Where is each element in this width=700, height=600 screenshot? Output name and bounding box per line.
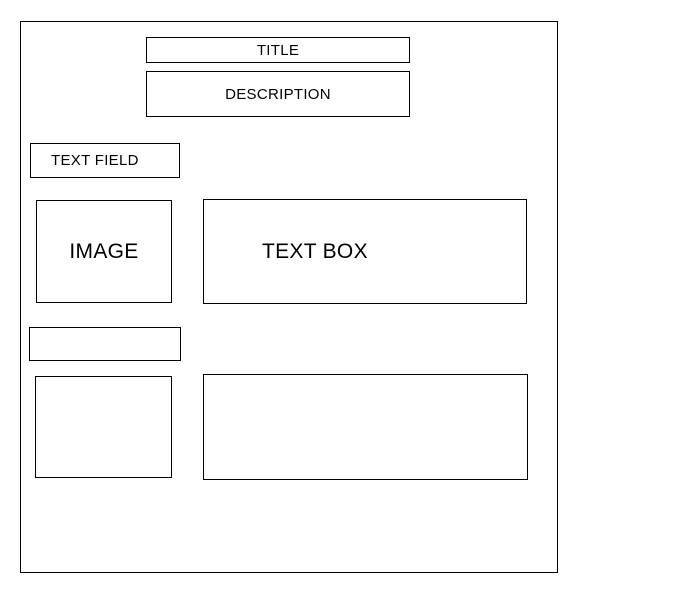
- text-field-label: TEXT FIELD: [51, 152, 139, 169]
- title-placeholder: TITLE: [146, 37, 410, 63]
- text-field-2-placeholder[interactable]: [29, 327, 181, 361]
- text-box-label: TEXT BOX: [262, 239, 368, 263]
- image-placeholder: IMAGE: [36, 200, 172, 303]
- text-box-2-placeholder[interactable]: [203, 374, 528, 480]
- description-placeholder: DESCRIPTION: [146, 71, 410, 117]
- title-label: TITLE: [256, 41, 300, 59]
- description-label: DESCRIPTION: [225, 85, 331, 103]
- text-box-placeholder[interactable]: TEXT BOX: [203, 199, 527, 304]
- image-2-placeholder: [35, 376, 172, 478]
- image-label: IMAGE: [69, 239, 139, 263]
- page-frame: TITLE DESCRIPTION TEXT FIELD IMAGE TEXT …: [20, 21, 558, 573]
- text-field-placeholder[interactable]: TEXT FIELD: [30, 143, 180, 178]
